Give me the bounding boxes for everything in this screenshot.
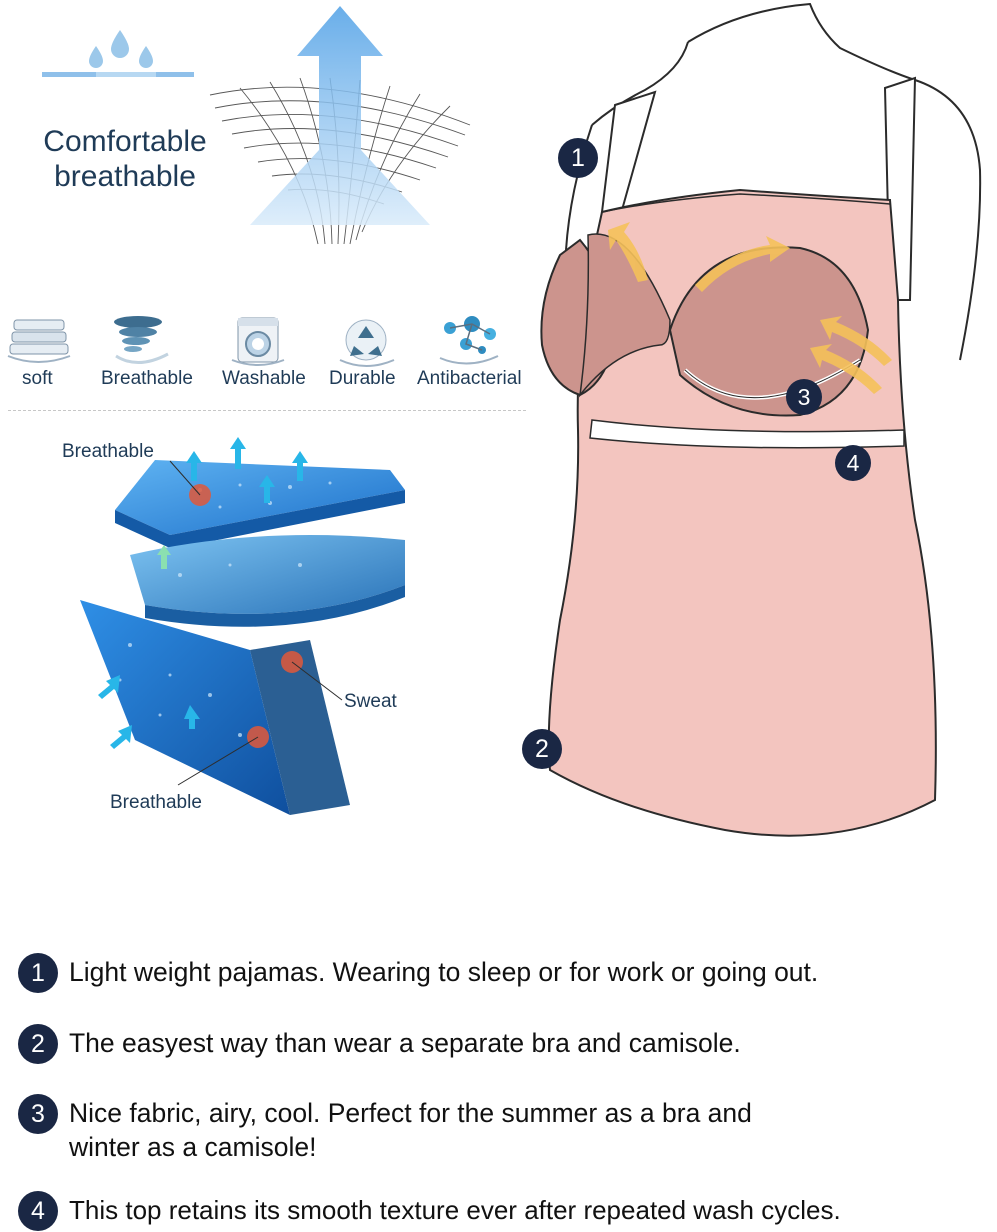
sweat-markers xyxy=(169,460,343,786)
breathable-graphic xyxy=(0,0,480,250)
fabric-stack-icon xyxy=(7,319,71,363)
bullet-text-1: Light weight pajamas. Wearing to sleep o… xyxy=(69,957,819,987)
headline-line-2: breathable xyxy=(54,160,196,193)
label-breathable-top: Breathable xyxy=(62,441,154,462)
feature-divider xyxy=(8,410,526,411)
feature-label-durable: Durable xyxy=(329,368,396,389)
bullet-text-3: Nice fabric, airy, cool. Perfect for the… xyxy=(69,1098,752,1162)
recycle-icon xyxy=(339,319,395,367)
garment-marker-4: 4 xyxy=(835,445,871,481)
feature-label-breathable: Breathable xyxy=(101,368,193,389)
feature-icons-row xyxy=(0,310,540,370)
garment-marker-3: 3 xyxy=(786,379,822,415)
underbust-band xyxy=(589,419,905,449)
molecule-icon xyxy=(439,316,499,365)
air-flow-illustration xyxy=(42,6,471,245)
label-breathable-bottom: Breathable xyxy=(110,792,202,813)
feature-label-washable: Washable xyxy=(222,368,306,389)
fabric-top-layer xyxy=(115,460,405,549)
label-sweat: Sweat xyxy=(344,691,397,712)
garment-marker-1: 1 xyxy=(558,138,598,178)
fabric-middle-layer xyxy=(130,535,405,627)
neckline-band xyxy=(601,193,891,213)
upward-arrow-icon xyxy=(250,6,430,225)
water-drops-icon xyxy=(42,30,194,77)
feature-label-antibacterial: Antibacterial xyxy=(417,368,522,389)
headline-line-1: Comfortable xyxy=(43,125,207,158)
garment-marker-2: 2 xyxy=(522,729,562,769)
bullet-text-2: The easyest way than wear a separate bra… xyxy=(69,1028,741,1058)
bullet-text-4: This top retains its smooth texture ever… xyxy=(69,1195,841,1225)
feature-label-soft: soft xyxy=(22,368,53,389)
bullet-number-3: 3 xyxy=(18,1094,58,1134)
airflow-arrows-yellow-icon xyxy=(608,222,892,394)
headline: Comfortable breathable xyxy=(20,124,230,194)
bullet-number-2: 2 xyxy=(18,1024,58,1064)
bullet-number-4: 4 xyxy=(18,1191,58,1231)
camisole-illustration xyxy=(520,0,997,860)
fabric-layers-diagram xyxy=(60,415,440,835)
fabric-bottom-layer xyxy=(80,600,350,815)
bullet-number-1: 1 xyxy=(18,953,58,993)
airflow-arrows-icon xyxy=(98,437,308,749)
tornado-icon xyxy=(114,316,169,364)
washing-machine-icon xyxy=(231,317,285,366)
